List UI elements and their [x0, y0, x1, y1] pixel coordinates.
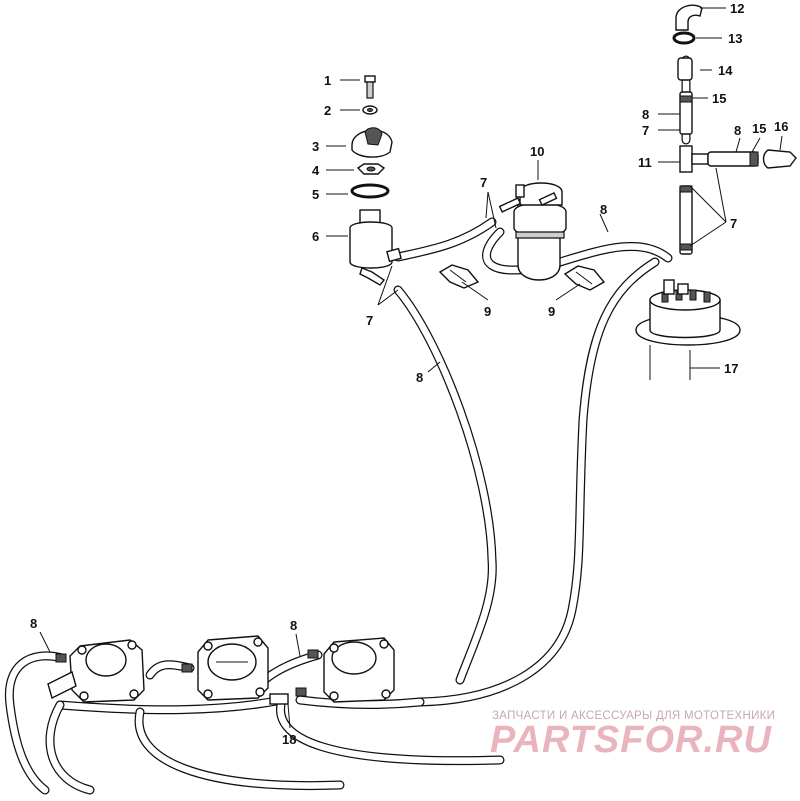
fuel-filter [349, 209, 402, 286]
callout-8-carb-left: 8 [30, 616, 37, 631]
vent-clip [672, 31, 696, 45]
vent-tube-lower [679, 185, 693, 255]
callout-5: 5 [312, 187, 319, 202]
callout-7-vent: 7 [730, 216, 737, 231]
vent-tube-side [707, 151, 759, 167]
vent-elbow [675, 4, 703, 31]
callout-2: 2 [324, 103, 331, 118]
callout-11: 11 [638, 155, 652, 170]
callout-8-separator-hose: 8 [600, 202, 607, 217]
callout-9-right: 9 [548, 304, 555, 319]
callout-3: 3 [312, 139, 319, 154]
callout-16: 16 [774, 119, 788, 134]
callout-labels: 1 2 3 4 5 6 7 7 7 7 8 8 8 8 8 8 9 9 10 1… [30, 1, 788, 747]
carburetor-1 [47, 639, 145, 703]
leader-lines [39, 7, 783, 729]
callout-6: 6 [312, 229, 319, 244]
fuel-pump [635, 279, 741, 380]
hose-clamp-right [563, 265, 606, 291]
callout-10: 10 [530, 144, 544, 159]
callout-8-vent-upper: 8 [642, 107, 649, 122]
callout-8-carb-right: 8 [290, 618, 297, 633]
vent-filter [762, 149, 797, 169]
callout-18: 18 [282, 732, 296, 747]
watermark: ЗАПЧАСТИ И АКСЕССУАРЫ ДЛЯ МОТОТЕХНИКИ PA… [490, 710, 775, 761]
callout-17: 17 [724, 361, 738, 376]
callout-14: 14 [718, 63, 733, 78]
callout-7-separator: 7 [480, 175, 487, 190]
washer [362, 105, 378, 115]
callout-4: 4 [312, 163, 320, 178]
banjo-bolt [364, 75, 376, 99]
callout-15-vent: 15 [712, 91, 726, 106]
o-ring [350, 183, 390, 199]
carburetor-3 [295, 637, 395, 703]
vent-tube-upper [679, 91, 693, 135]
callout-12: 12 [730, 1, 744, 16]
watermark-logo: PARTSFOR.RU [490, 719, 772, 761]
fuel-separator [498, 182, 567, 281]
check-valve [677, 57, 693, 81]
tee-junction [269, 693, 289, 705]
callout-1: 1 [324, 73, 331, 88]
primer-cap [351, 127, 393, 158]
hex-nut [356, 163, 386, 175]
hose-clamp-left [438, 264, 480, 289]
callout-8-left-hose: 8 [416, 370, 423, 385]
callout-7-upper: 7 [642, 123, 649, 138]
callout-8-vent-side: 8 [734, 123, 741, 138]
tee-fitting [679, 145, 709, 173]
callout-15-side: 15 [752, 121, 766, 136]
callout-13: 13 [728, 31, 742, 46]
callout-9-left: 9 [484, 304, 491, 319]
watermark-tagline: ЗАПЧАСТИ И АКСЕССУАРЫ ДЛЯ МОТОТЕХНИКИ [492, 710, 775, 722]
carburetor-2 [181, 635, 269, 701]
callout-7-filter: 7 [366, 313, 373, 328]
